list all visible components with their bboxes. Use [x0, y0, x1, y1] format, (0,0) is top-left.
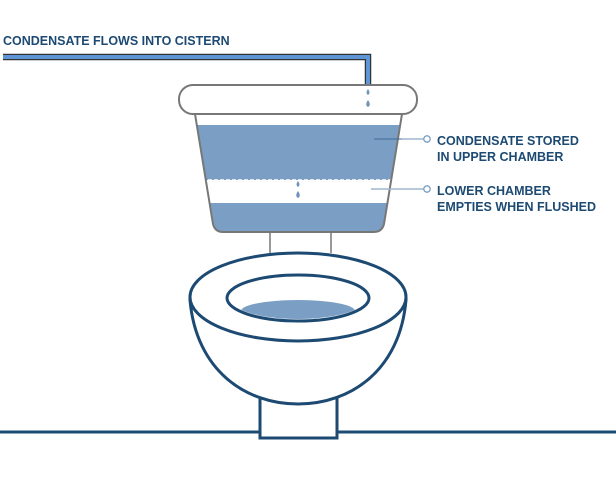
lower-chamber-water	[195, 203, 402, 232]
condensate-pipe	[3, 53, 372, 86]
upper-label-line1: CONDENSATE STORED	[437, 134, 579, 148]
title-label: CONDENSATE FLOWS INTO CISTERN	[3, 34, 230, 48]
upper-leader-line	[374, 135, 431, 143]
upper-chamber-water	[195, 125, 402, 180]
cistern-neck	[269, 232, 332, 253]
cistern-lid	[178, 84, 418, 115]
lower-label-line1: LOWER CHAMBER	[437, 184, 551, 198]
lower-label-line2: EMPTIES WHEN FLUSHED	[437, 200, 596, 214]
cistern-tank	[178, 84, 418, 233]
toilet-bowl	[188, 251, 408, 440]
bowl-water	[241, 300, 355, 319]
water-drop-icon	[296, 89, 370, 198]
upper-label-line2: IN UPPER CHAMBER	[437, 150, 563, 164]
lower-leader-line	[371, 185, 431, 193]
